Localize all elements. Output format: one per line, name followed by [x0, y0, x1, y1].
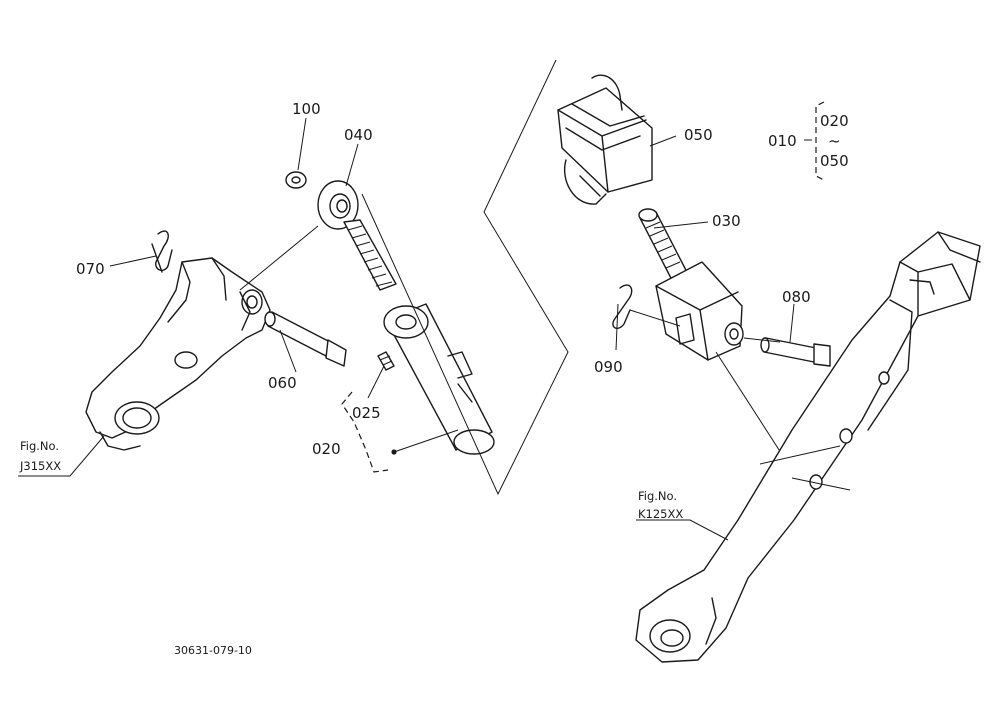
- lift-arm: [85, 257, 271, 451]
- callout-020: 020: [312, 440, 341, 458]
- snap-pin-090: [612, 284, 681, 330]
- fig-ref-left-line1: Fig.No.: [20, 439, 59, 453]
- callout-040: 040: [344, 126, 373, 144]
- group-bracket-020: [341, 391, 389, 473]
- callout-060: 060: [268, 374, 297, 392]
- lower-link: [635, 231, 981, 663]
- callout-090: 090: [594, 358, 623, 376]
- assembly-range-tilde: ~: [828, 132, 841, 150]
- drawing-code: 30631-079-10: [174, 644, 252, 657]
- assembly-range-start: 020: [820, 112, 849, 130]
- block-050: [557, 74, 653, 205]
- assembly-parent: 010: [768, 132, 797, 150]
- callout-050: 050: [684, 126, 713, 144]
- clevis-block: [655, 261, 744, 361]
- assembly-range-end: 050: [820, 152, 849, 170]
- callout-070: 070: [76, 260, 105, 278]
- callout-080: 080: [782, 288, 811, 306]
- snap-pin-070: [151, 230, 173, 273]
- callout-100: 100: [292, 100, 321, 118]
- fig-ref-right-line2: K125XX: [638, 507, 683, 521]
- leader-lines: [18, 117, 812, 541]
- assembly-brace: [815, 101, 825, 181]
- washer-100: [285, 171, 307, 189]
- turnbuckle-body-020: [383, 303, 495, 455]
- connection-line: [361, 59, 569, 496]
- callout-025: 025: [352, 404, 381, 422]
- pin-060: [264, 311, 347, 367]
- rod-end-040: [317, 180, 397, 291]
- fig-ref-right-line1: Fig.No.: [638, 489, 677, 503]
- grease-nipple-025: [377, 351, 395, 371]
- fig-ref-left-line2: J315XX: [19, 459, 61, 473]
- callout-030: 030: [712, 212, 741, 230]
- pin-080: [760, 337, 831, 367]
